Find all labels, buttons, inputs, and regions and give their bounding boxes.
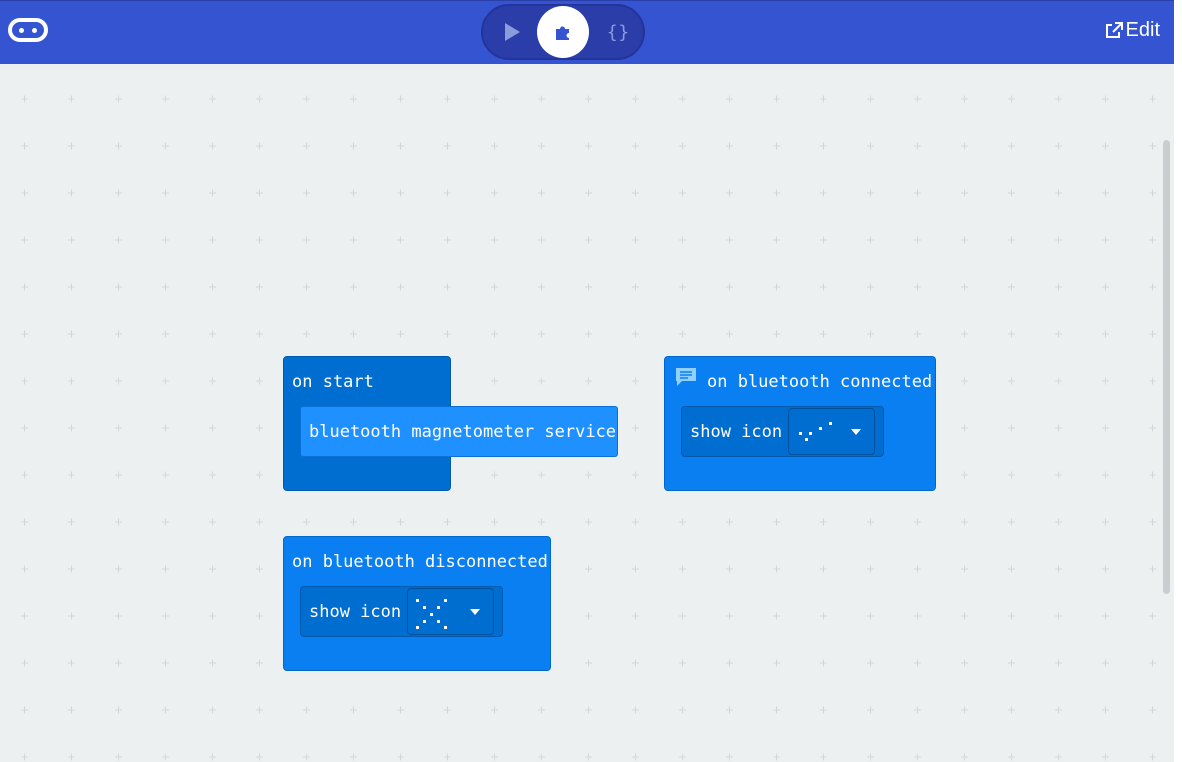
show-icon-label: show icon [309, 602, 402, 622]
icon-dropdown[interactable] [407, 588, 494, 635]
show-icon-block[interactable]: show icon [300, 586, 503, 637]
bluetooth-magnetometer-service-label: bluetooth magnetometer service [309, 422, 617, 442]
on-start-label: on start [292, 372, 374, 392]
braces-icon: {} [606, 21, 630, 43]
javascript-mode-button[interactable]: {} [591, 6, 645, 58]
bluetooth-magnetometer-service-block[interactable]: bluetooth magnetometer service [300, 406, 618, 457]
play-icon [505, 23, 520, 41]
chevron-down-icon [851, 429, 861, 435]
on-bluetooth-connected-label: on bluetooth connected [707, 372, 933, 392]
external-link-icon [1105, 21, 1123, 38]
microbit-logo-icon[interactable] [8, 18, 48, 42]
small-diamond-pattern-icon [795, 421, 835, 445]
edit-button[interactable]: Edit [1104, 19, 1160, 42]
comment-icon[interactable] [675, 367, 697, 387]
top-toolbar: {} Edit [0, 0, 1174, 64]
on-bluetooth-disconnected-label: on bluetooth disconnected [292, 552, 548, 572]
icon-dropdown[interactable] [788, 408, 875, 455]
edit-label: Edit [1125, 19, 1160, 41]
show-icon-block[interactable]: show icon [681, 406, 884, 457]
x-pattern-icon [414, 597, 454, 629]
blocks-mode-button[interactable] [537, 6, 589, 58]
simulator-mode-button[interactable] [485, 6, 539, 58]
editor-mode-toggle: {} [481, 4, 645, 60]
chevron-down-icon [470, 609, 480, 615]
vertical-scrollbar[interactable] [1163, 140, 1170, 594]
puzzle-piece-icon [556, 26, 569, 40]
show-icon-label: show icon [690, 422, 783, 442]
blocks-workspace[interactable]: on start bluetooth magnetometer service … [0, 64, 1174, 762]
on-bluetooth-connected-block[interactable]: on bluetooth connected [664, 356, 936, 491]
